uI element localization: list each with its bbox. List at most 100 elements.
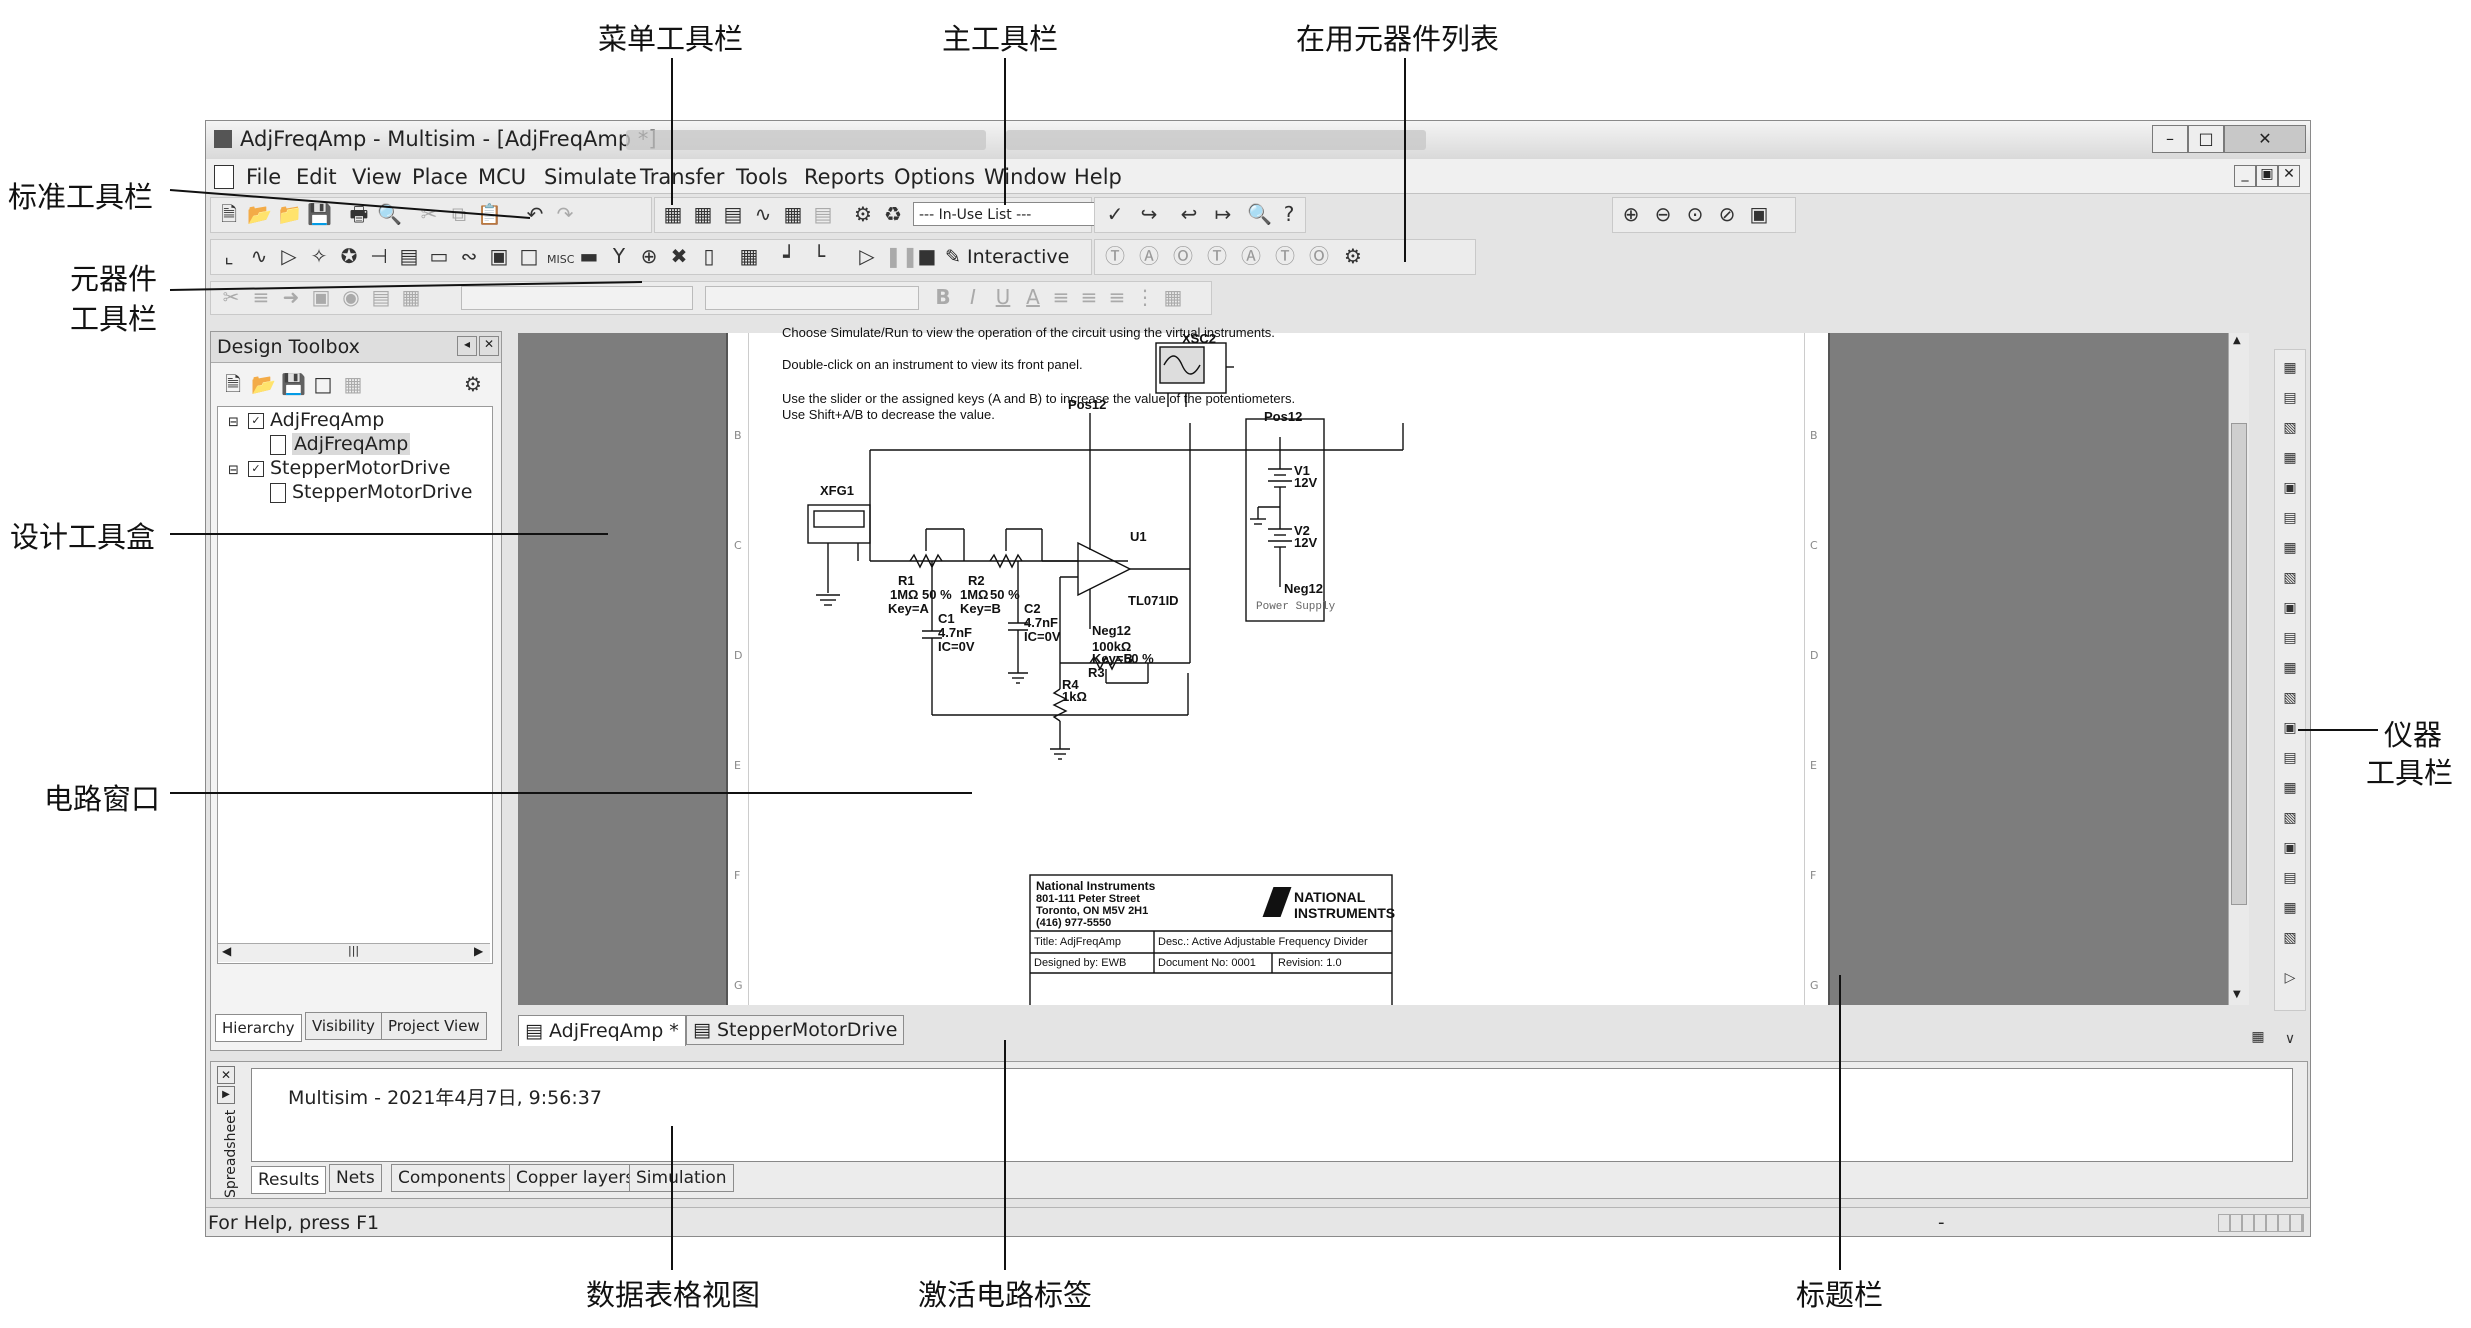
order-graphic-icon[interactable]: ▦ <box>401 285 421 309</box>
probe-current-icon[interactable]: Ⓐ <box>1139 244 1159 268</box>
shape-graphic-icon[interactable]: ▣ <box>311 285 331 309</box>
tab-copper-layers[interactable]: Copper layers <box>509 1164 642 1192</box>
frame-icon[interactable]: ▦ <box>1163 285 1183 309</box>
transfer-icon[interactable]: ↦ <box>1214 202 1232 226</box>
minimize-button[interactable]: – <box>2152 125 2188 153</box>
tree-item-adjfreqamp[interactable]: AdjFreqAmp <box>270 409 385 431</box>
probe-digital-icon[interactable]: Ⓣ <box>1275 244 1295 268</box>
menu-place[interactable]: Place <box>412 165 468 189</box>
bold-icon[interactable]: B <box>935 285 951 309</box>
current-probe-icon[interactable]: ▷ <box>2284 970 2296 986</box>
tab-nets[interactable]: Nets <box>329 1164 382 1192</box>
circuit-window[interactable]: B C D E F G B C D E F G Choose Simulate/… <box>518 325 2249 1005</box>
open-icon[interactable]: 📂 <box>247 202 272 226</box>
zoom-out-icon[interactable]: ⊖ <box>1654 202 1672 226</box>
word-generator-icon[interactable]: ▧ <box>2283 570 2297 586</box>
stop-icon[interactable]: ■ <box>917 244 937 268</box>
toolbox-pin-button[interactable]: ◂ <box>457 336 477 356</box>
checkbox-icon[interactable]: ✓ <box>248 413 264 429</box>
font-dropdown[interactable] <box>461 286 693 310</box>
agilent-generator-icon[interactable]: ▦ <box>2283 780 2297 796</box>
logic-converter-icon[interactable]: ▣ <box>2283 600 2297 616</box>
menu-file[interactable]: File <box>246 165 282 189</box>
align-left-icon[interactable]: ≡ <box>1052 285 1070 309</box>
menu-reports[interactable]: Reports <box>804 165 885 189</box>
open-design-icon[interactable]: 📂 <box>251 372 276 396</box>
arrow-graphic-icon[interactable]: ➜ <box>282 285 300 309</box>
design-toolbox-icon[interactable]: ▤ <box>723 202 743 226</box>
four-channel-scope-icon[interactable]: ▣ <box>2283 480 2297 496</box>
function-generator-icon[interactable]: ▤ <box>2283 390 2297 406</box>
distortion-analyzer-icon[interactable]: ▧ <box>2283 690 2297 706</box>
agilent-multimeter-icon[interactable]: ▧ <box>2283 810 2297 826</box>
basic-icon[interactable]: ∿ <box>250 244 268 268</box>
zoom-in-icon[interactable]: ⊕ <box>1622 202 1640 226</box>
spectrum-analyzer-icon[interactable]: ▣ <box>2283 720 2297 736</box>
toggle-fullscreen-icon[interactable]: ▦ <box>663 202 683 226</box>
menu-options[interactable]: Options <box>894 165 976 189</box>
bode-plotter-icon[interactable]: ▤ <box>2283 510 2297 526</box>
misc-digital-icon[interactable]: ▭ <box>429 244 449 268</box>
probe-voltage-icon[interactable]: Ⓣ <box>1105 244 1125 268</box>
menu-mcu[interactable]: MCU <box>478 165 527 189</box>
ttl-icon[interactable]: ⊣ <box>370 244 388 268</box>
interactive-button[interactable]: ✎ Interactive <box>945 246 1070 268</box>
copy-icon[interactable]: ⧉ <box>451 202 467 226</box>
tab-steppermotordrive[interactable]: ▤ StepperMotorDrive <box>686 1015 905 1045</box>
back-annotate-icon[interactable]: ↪ <box>1140 202 1158 226</box>
indicator-icon[interactable]: ▣ <box>489 244 509 268</box>
analog-icon[interactable]: ✪ <box>340 244 358 268</box>
hierarchical-block-icon[interactable]: ▦ <box>739 244 759 268</box>
database-icon[interactable]: ▤ <box>813 202 833 226</box>
tab-project-view[interactable]: Project View <box>381 1012 487 1040</box>
font-color-icon[interactable]: A <box>1026 285 1040 309</box>
labview-icon[interactable]: ▦ <box>2283 900 2297 916</box>
gear-icon[interactable]: ⚙ <box>1344 244 1362 268</box>
rf-icon[interactable]: Υ <box>612 244 626 268</box>
probe-icon[interactable]: ✓ <box>1106 202 1124 226</box>
layer-graphic-icon[interactable]: ▤ <box>371 285 391 309</box>
agilent-scope-icon[interactable]: ▣ <box>2283 840 2297 856</box>
in-use-list-dropdown[interactable]: --- In-Use List --- <box>913 202 1097 226</box>
menu-view[interactable]: View <box>352 165 402 189</box>
design-properties-icon[interactable]: ▦ <box>343 372 363 396</box>
mdi-close-button[interactable]: ✕ <box>2278 165 2300 187</box>
menu-simulate[interactable]: Simulate <box>544 165 637 189</box>
ni-components-icon[interactable]: ✖ <box>670 244 688 268</box>
diode-icon[interactable]: ▷ <box>281 244 297 268</box>
fill-graphic-icon[interactable]: ◉ <box>342 285 360 309</box>
zoom-fit-icon[interactable]: ⊘ <box>1718 202 1736 226</box>
grid-icon[interactable]: ▦ <box>693 202 713 226</box>
network-analyzer-icon[interactable]: ▤ <box>2283 750 2297 766</box>
electromechanical-icon[interactable]: ⊕ <box>640 244 658 268</box>
undo-icon[interactable]: ↶ <box>526 202 544 226</box>
close-design-icon[interactable]: □ <box>313 372 333 396</box>
wattmeter-icon[interactable]: ▧ <box>2283 420 2297 436</box>
print-icon[interactable]: 🖶 <box>349 202 369 226</box>
run-icon[interactable]: ▷ <box>859 244 875 268</box>
misc-icon[interactable]: MISC <box>547 253 575 266</box>
spreadsheet-expand-button[interactable]: ▶ <box>217 1086 235 1104</box>
font-size-dropdown[interactable] <box>705 286 919 310</box>
cut-graphic-icon[interactable]: ✂ <box>222 285 240 309</box>
maximize-button[interactable]: □ <box>2188 125 2224 153</box>
tab-hierarchy[interactable]: Hierarchy <box>215 1014 302 1042</box>
mcu-icon[interactable]: ▯ <box>703 244 715 268</box>
cut-icon[interactable]: ✂ <box>420 202 438 226</box>
multimeter-icon[interactable]: ▦ <box>2283 360 2297 376</box>
oscilloscope-icon[interactable]: ▦ <box>2283 450 2297 466</box>
save-design-icon[interactable]: 💾 <box>281 372 306 396</box>
underline-icon[interactable]: U <box>995 285 1011 309</box>
menu-edit[interactable]: Edit <box>296 165 337 189</box>
mixed-icon[interactable]: ∾ <box>460 244 478 268</box>
source-icon[interactable]: ⌞ <box>224 244 234 268</box>
measurement-probe-icon[interactable]: ▧ <box>2283 930 2297 946</box>
component-wizard-icon[interactable]: ⚙ <box>854 202 872 226</box>
full-screen-icon[interactable]: ▣ <box>1749 202 1769 226</box>
probe-power-icon[interactable]: Ⓞ <box>1173 244 1193 268</box>
zoom-area-icon[interactable]: ⊙ <box>1686 202 1704 226</box>
new-icon[interactable]: 🗎 <box>220 202 238 226</box>
align-right-icon[interactable]: ≡ <box>1108 285 1126 309</box>
tab-results[interactable]: Results <box>251 1166 327 1194</box>
bullets-icon[interactable]: ⋮ <box>1135 285 1155 309</box>
